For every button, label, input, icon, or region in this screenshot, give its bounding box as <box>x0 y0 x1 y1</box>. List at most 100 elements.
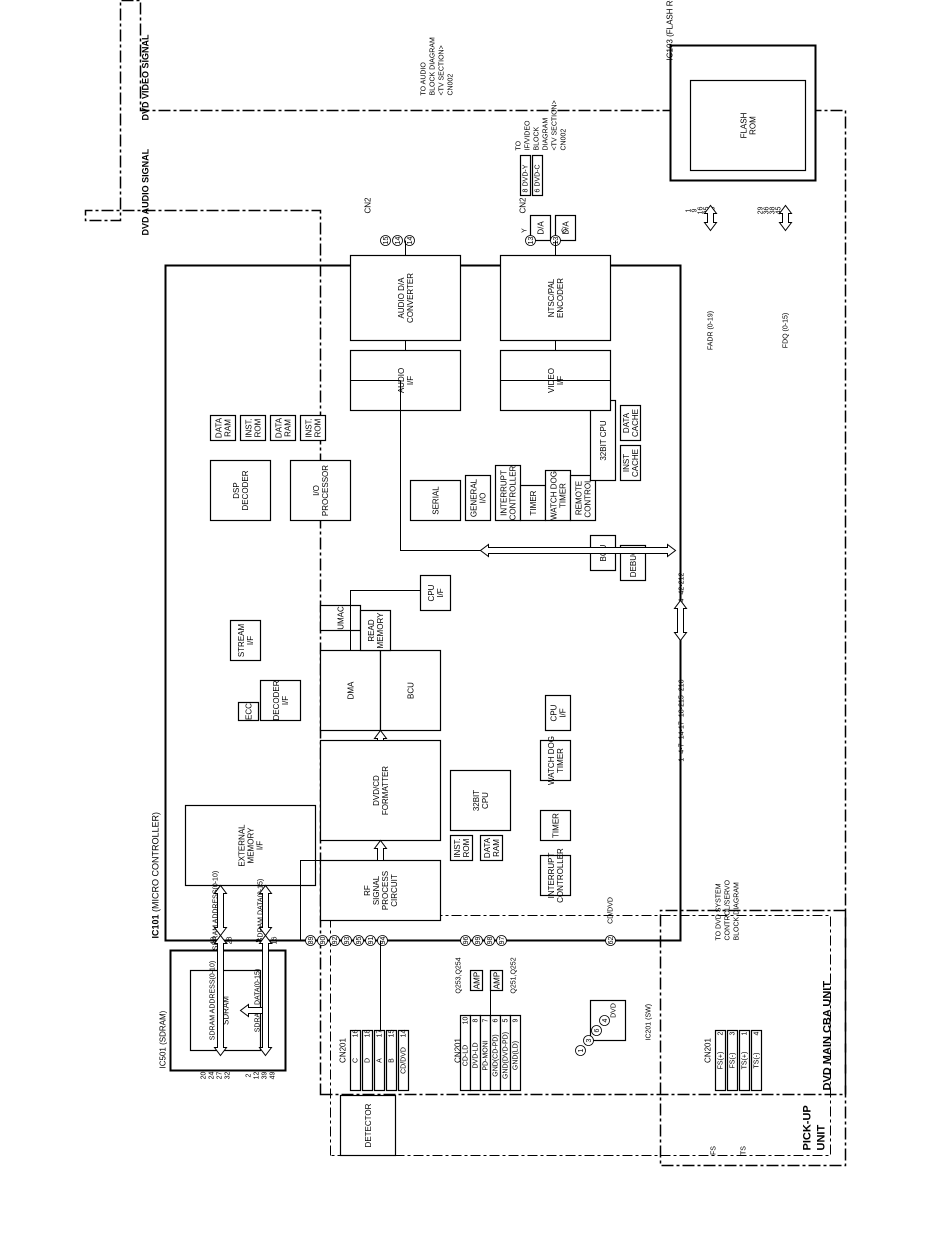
ic101-audio-pin-0-label: 15 <box>383 237 390 245</box>
amp-2-block <box>489 969 504 992</box>
decoder-if-block-label: DECODER <box>272 680 281 720</box>
general-io-block-label: GENERAL <box>470 478 479 517</box>
watchdog-timer-2-block-label: WATCH DOG <box>547 736 556 785</box>
cn201-fs-label: CN201 <box>704 1038 713 1063</box>
da-converter-c-block <box>554 214 577 242</box>
io-processor-block-label: PROCESSOR <box>321 465 330 516</box>
cpu-bus-2 <box>479 543 677 558</box>
ic101-ctrl-pin-1-label: 99 <box>475 937 482 945</box>
ic101-audio-pin-2 <box>404 235 415 246</box>
ic101-label: IC101 (MICRO CONTROLLER) <box>151 812 161 939</box>
dsp-inst-rom-block-label: ROM <box>254 418 263 437</box>
cn201-det-row-0 <box>349 1029 362 1092</box>
flash-pin2-3: 45 <box>776 207 783 215</box>
cn201-fs-row-1 <box>726 1029 739 1092</box>
sdram-data-label-ext: SDRAM DATA(0-15) <box>255 969 262 1033</box>
ic501-label: IC501 (SDRAM) <box>159 1010 168 1068</box>
to-video-line-2: BLOCK <box>534 126 541 150</box>
interrupt-controller-block-label: INTERRUPT <box>500 470 509 516</box>
debug-block <box>619 544 647 582</box>
dma-to-cpuif-line <box>350 590 421 651</box>
interrupt-controller-block-label: CONTROLLER <box>509 465 518 520</box>
ic201-pin-1-label: 3 <box>586 1038 593 1042</box>
data-cache-block <box>619 404 642 442</box>
cpu-32bit-b-block-label: CPU <box>481 792 490 809</box>
cn2-video-signal-0: DVD-Y <box>523 164 530 186</box>
interrupt-controller-2-block-label: CONTROLLER <box>556 848 565 903</box>
cn201-fs-row-3 <box>750 1029 763 1092</box>
cn2-video-label: CN2 <box>519 197 528 214</box>
unit-main-label: DVD MAIN CBA UNIT <box>822 981 834 1091</box>
interrupt-controller-2-block-label: INTERRUPT <box>547 853 556 899</box>
dsp-data-ram-block <box>209 414 237 442</box>
io-processor-block-label: I/O <box>312 485 321 496</box>
bus-pins-2-label: 21~30•34~42•212 <box>679 572 686 628</box>
ic101-video-pin-1-label: 13 <box>553 237 560 245</box>
cn201-ld-signal-1: DVD-LD <box>473 1042 480 1068</box>
sdram-data-label: SDRAM DATA(0-15) <box>258 879 265 943</box>
ic101-rf-pin-5-label: 91 <box>368 937 375 945</box>
cpu-if-2-block-label: CPU <box>550 704 559 721</box>
amp-1-block <box>469 969 484 992</box>
general-io-block-label: I/O <box>479 493 488 504</box>
ic501-addr-pin-2: 27 <box>217 1072 224 1080</box>
unit-pickup-label-2: UNIT <box>816 1125 828 1151</box>
pickup-frame-inner <box>330 915 831 1156</box>
io-data-ram-block <box>269 414 297 442</box>
ic501-data-pin-0: 2 <box>246 1073 253 1077</box>
cn201-det-signal-1: D <box>365 1058 372 1063</box>
fs-ts-label-1: TS <box>741 1146 748 1155</box>
ntsc-pal-encoder-block-label: ENCODER <box>556 278 565 318</box>
cn201-fs-signal-1: FS(-) <box>730 1053 737 1069</box>
ic101-cddvd-pin-label: 62 <box>608 937 615 945</box>
remote-control-block-label: REMOTE <box>575 481 584 515</box>
sdram-address-bus-ext <box>213 934 228 1057</box>
cn201-ld-pin-4: 5 <box>503 1018 510 1022</box>
ic101-audio-pin-1 <box>392 235 403 246</box>
to-dvd-line-2: BLOCK DIAGRAM <box>734 882 741 941</box>
cpu-to-audio-line <box>400 380 481 551</box>
data-cache-block-label: DATA <box>622 412 631 433</box>
decoder-if-block-label: I/F <box>281 696 290 705</box>
cn2-video-row-0 <box>519 154 532 197</box>
cn201-ld-pin-2: 7 <box>483 1018 490 1022</box>
cn201-ld-pin-5: 9 <box>513 1018 520 1022</box>
video-y-label: Y <box>522 228 529 233</box>
cpu-32bit-b-block-label: 32BIT <box>472 790 481 811</box>
sdram-block-label: SDRAM <box>222 996 231 1025</box>
fdq-bus <box>778 204 793 232</box>
umac-block-label: UMAC <box>337 606 346 630</box>
audio-if-block-label: I/F <box>406 376 415 385</box>
cn201-fs-pin-0: 2 <box>718 1031 725 1035</box>
ic101-ctrl-pin-0-label: 96 <box>463 937 470 945</box>
ic201-pin-1 <box>583 1035 594 1046</box>
ic201-pin-3 <box>599 1015 610 1026</box>
to-dvd-line-1: CONTROL/SERVO <box>725 879 732 940</box>
ic201-dvd-label: DVD <box>611 1003 618 1018</box>
fadr-label: FADR (0-19) <box>708 311 715 350</box>
rf-to-formatter-arrow <box>373 839 388 861</box>
unit-pickup-label-1: PICK-UP <box>802 1105 814 1150</box>
dma-block-label: DMA <box>347 681 356 699</box>
ic101-rf-pin-1 <box>317 935 328 946</box>
cn201-ld-signal-4: GND(DVD-PD) <box>503 1032 510 1079</box>
dvd-cd-formatter-block-label: FORMATTER <box>381 766 390 815</box>
detector-block-label: DETECTOR <box>364 1103 373 1147</box>
ic201-pin-3-label: 4 <box>602 1018 609 1022</box>
sdram-pin1-2: 28 <box>227 937 234 945</box>
ic101-rf-pin-3 <box>341 935 352 946</box>
fs-ts-label-0: FS <box>711 1146 718 1155</box>
cn201-det-signal-4: CD/DVD <box>401 1047 408 1074</box>
amp-2-block-label: AMP <box>493 972 502 989</box>
ecc-block-label: ECC <box>245 703 254 720</box>
to-video-line-5: CN002 <box>561 129 568 151</box>
sdram-address-label-ext: SDRAM ADDRESS(0-10) <box>210 961 217 1040</box>
sdram-data-bus <box>258 884 273 937</box>
main-cba-frame <box>84 0 847 1096</box>
rf-input-line <box>300 860 321 941</box>
cn201-det-label: CN201 <box>339 1038 348 1063</box>
dsp-decoder-block-label: DECODER <box>241 470 250 510</box>
fdq-label: FDQ (0-15) <box>783 313 790 348</box>
fadr-bus <box>703 204 718 232</box>
